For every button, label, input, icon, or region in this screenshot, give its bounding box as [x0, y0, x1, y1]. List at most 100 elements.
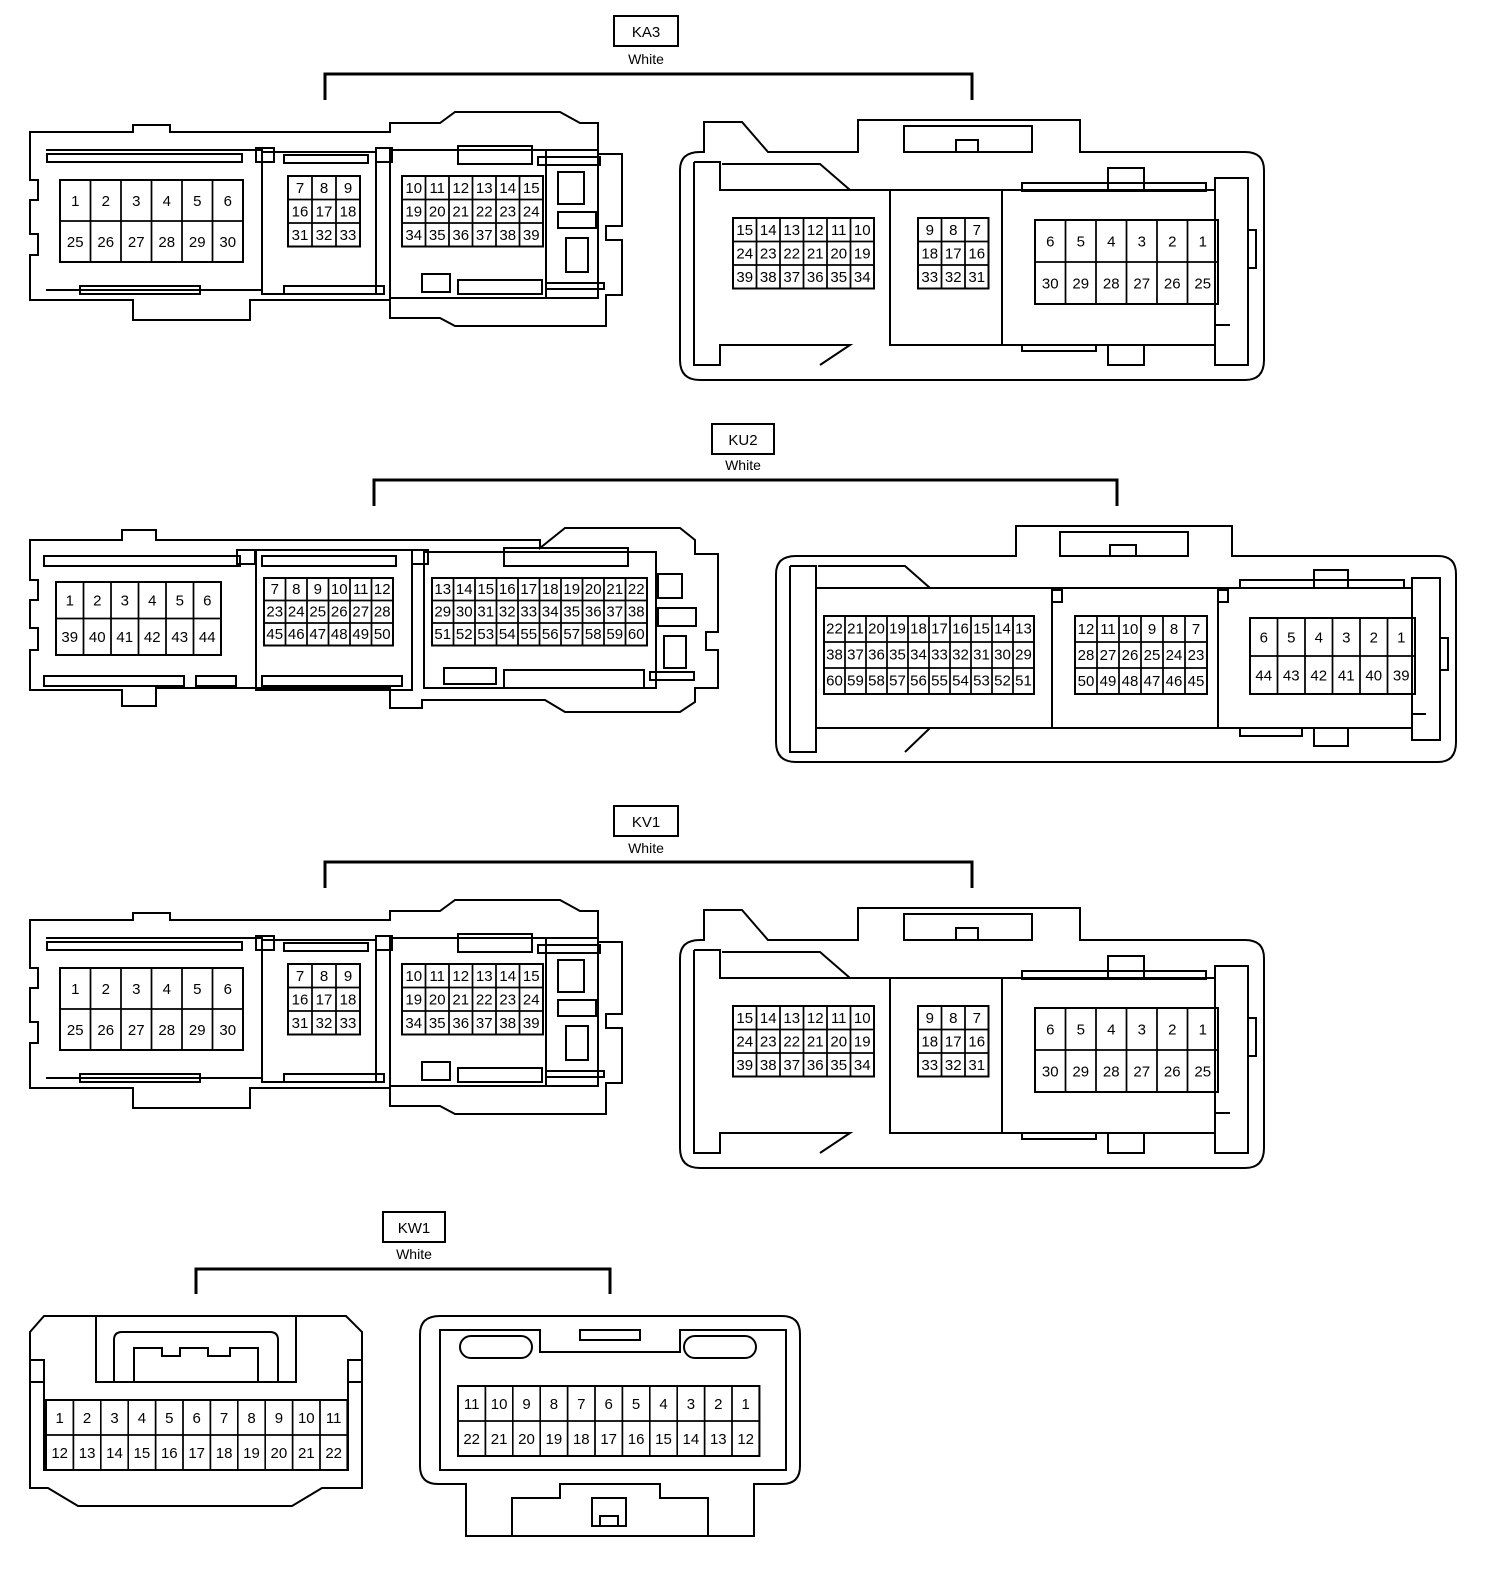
pin-number: 17 [316, 204, 333, 221]
pin-number: 9 [926, 1010, 934, 1027]
pin-number: 32 [316, 227, 333, 244]
pin-number: 8 [247, 1410, 255, 1427]
pin-number: 5 [632, 1396, 640, 1413]
pin-cell [211, 1008, 244, 1051]
pin-number: 2 [1168, 233, 1176, 250]
pin-number: 9 [1148, 621, 1156, 638]
pin-number: 19 [405, 991, 422, 1008]
pin-number: 23 [266, 604, 283, 621]
pin-number: 34 [854, 269, 871, 286]
pin-number: 25 [1194, 1063, 1211, 1080]
pin-number: 37 [783, 269, 800, 286]
pin-number: 7 [271, 581, 279, 598]
pin-number: 18 [921, 245, 938, 262]
pin-number: 27 [128, 234, 145, 251]
pin-number: 20 [271, 1445, 288, 1462]
pin-number: 30 [1042, 1063, 1059, 1080]
pin-number: 5 [193, 193, 201, 210]
pin-number: 39 [523, 227, 540, 244]
pin-number: 4 [148, 593, 156, 610]
pin-number: 12 [737, 1431, 754, 1448]
pin-number: 16 [161, 1445, 178, 1462]
pin-number: 25 [67, 1022, 84, 1039]
pin-number: 34 [910, 647, 927, 664]
pin-number: 8 [320, 968, 328, 985]
pin-number: 22 [476, 203, 493, 220]
pin-number: 18 [340, 204, 357, 221]
pin-number: 5 [193, 981, 201, 998]
pin-number: 11 [464, 1396, 480, 1413]
pin-number: 2 [714, 1396, 722, 1413]
pin-number: 36 [452, 1015, 469, 1032]
pin-number: 21 [452, 203, 469, 220]
pin-number: 6 [224, 193, 232, 210]
pin-cell [1386, 655, 1416, 695]
pin-number: 16 [968, 245, 985, 262]
pin-number: 7 [577, 1396, 585, 1413]
pin-number: 6 [1260, 629, 1268, 646]
pin-number: 23 [760, 1033, 777, 1050]
pin-number: 31 [292, 1015, 309, 1032]
pin-cell [964, 1052, 990, 1078]
pin-number: 46 [288, 626, 305, 643]
pin-number: 7 [220, 1410, 228, 1427]
pin-number: 38 [499, 1015, 516, 1032]
pin-number: 18 [573, 1431, 590, 1448]
pin-number: 14 [683, 1431, 700, 1448]
pin-number: 60 [826, 673, 843, 690]
pin-number: 58 [585, 626, 602, 643]
pin-number: 38 [628, 604, 645, 621]
pin-number: 50 [374, 626, 391, 643]
pin-number: 22 [783, 1033, 800, 1050]
pin-number: 31 [968, 1057, 985, 1074]
pin-number: 56 [910, 673, 927, 690]
pin-number: 32 [316, 1015, 333, 1032]
pin-number: 21 [847, 621, 864, 638]
pin-number: 25 [67, 234, 84, 251]
pin-number: 22 [628, 581, 645, 598]
pin-number: 3 [1138, 1021, 1146, 1038]
pin-cell [624, 622, 648, 647]
pin-number: 41 [116, 629, 133, 646]
connector-body-right [679, 119, 1265, 381]
pin-number: 20 [585, 581, 602, 598]
pin-number: 46 [1166, 673, 1183, 690]
pin-number: 16 [499, 581, 516, 598]
pin-number: 49 [352, 626, 369, 643]
connector-kv1: KV1 White [29, 805, 1265, 1169]
pin-number: 5 [1287, 629, 1295, 646]
pin-number: 31 [973, 647, 990, 664]
pin-number: 11 [831, 1010, 847, 1027]
pin-number: 29 [189, 234, 206, 251]
pin-number: 19 [546, 1431, 563, 1448]
pin-number: 5 [1077, 233, 1085, 250]
pin-number: 59 [606, 626, 623, 643]
pin-number: 22 [826, 621, 843, 638]
pin-number: 16 [292, 992, 309, 1009]
pin-number: 26 [1122, 647, 1139, 664]
pin-number: 29 [189, 1022, 206, 1039]
pin-number: 17 [931, 621, 948, 638]
pin-number: 12 [374, 581, 391, 598]
connector-id-box [382, 1211, 446, 1243]
connector-ku2: KU2 White [29, 423, 1457, 763]
pin-number: 12 [452, 968, 469, 985]
pin-number: 29 [1072, 1063, 1089, 1080]
pin-number: 15 [736, 1010, 753, 1027]
pin-number: 26 [97, 1022, 114, 1039]
pin-number: 34 [405, 1015, 422, 1032]
pin-number: 13 [710, 1431, 727, 1448]
pin-cell [964, 264, 990, 290]
pin-number: 3 [1342, 629, 1350, 646]
pin-number: 27 [128, 1022, 145, 1039]
pin-cell [731, 1420, 761, 1457]
pin-cell [849, 1052, 875, 1078]
connector-body-left [29, 899, 623, 1115]
pin-number: 34 [854, 1057, 871, 1074]
pin-number: 54 [499, 626, 516, 643]
pin-number: 12 [51, 1445, 68, 1462]
